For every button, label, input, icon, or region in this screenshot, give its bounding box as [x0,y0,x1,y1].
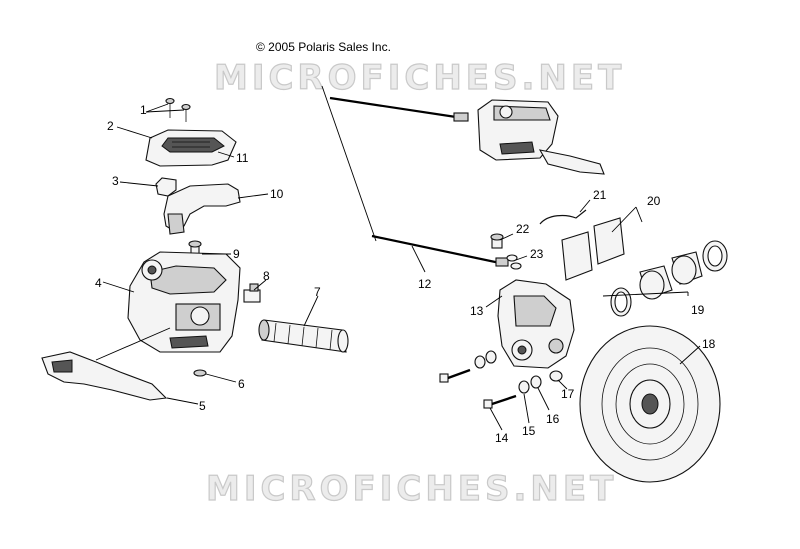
callout-13: 13 [470,304,484,318]
callout-21: 21 [593,188,607,202]
callout-17: 17 [561,387,575,401]
watermark-top: MICROFICHES.NET [214,58,625,98]
callout-8: 8 [263,269,270,283]
callout-5: 5 [199,399,206,413]
pistons-seals-part-19 [610,240,728,317]
callout-23: 23 [530,247,544,261]
callout-12: 12 [418,277,432,291]
callout-14: 14 [495,431,509,445]
brake-rotor-part-18 [579,325,721,483]
bushing-part-17 [549,370,563,382]
bolts-part-14 [439,368,517,409]
callout-10: 10 [270,187,284,201]
brake-lever-part-5 [41,351,168,401]
clip-part-3 [155,177,177,197]
screws-part-1 [165,97,191,122]
brake-pads-part-20 [561,217,625,281]
brake-line-part-12 [371,234,509,267]
callout-22: 22 [516,222,530,236]
grip-part-7 [258,319,349,353]
lever-part-10 [163,183,241,235]
brake-line-top [329,96,469,122]
washers-part-15-16 [474,350,542,394]
callout-6: 6 [238,377,245,391]
callout-20: 20 [647,194,661,208]
washers-part-23 [506,254,522,270]
callout-16: 16 [546,412,560,426]
copyright-text: © 2005 Polaris Sales Inc. [256,40,391,54]
watermark-bottom: MICROFICHES.NET [206,469,617,509]
callout-4: 4 [95,276,102,290]
switch-part-8 [243,283,261,303]
leader-lines [95,85,701,431]
callout-3: 3 [112,174,119,188]
callout-9: 9 [233,247,240,261]
callout-7: 7 [314,285,321,299]
callout-1: 1 [140,103,147,117]
callout-2: 2 [107,119,114,133]
master-cylinder-part-4 [127,251,241,353]
caliper-part-13 [497,279,575,369]
callout-11: 11 [236,151,249,165]
bleeder-part-22 [490,233,504,249]
callout-19: 19 [691,303,705,317]
small-screw-part-6 [193,369,207,377]
spring-clip-part-21 [539,209,587,225]
master-cylinder-assembly-top [477,99,605,175]
callout-18: 18 [702,337,716,351]
callout-15: 15 [522,424,536,438]
reservoir-cover-part-2 [145,129,237,167]
